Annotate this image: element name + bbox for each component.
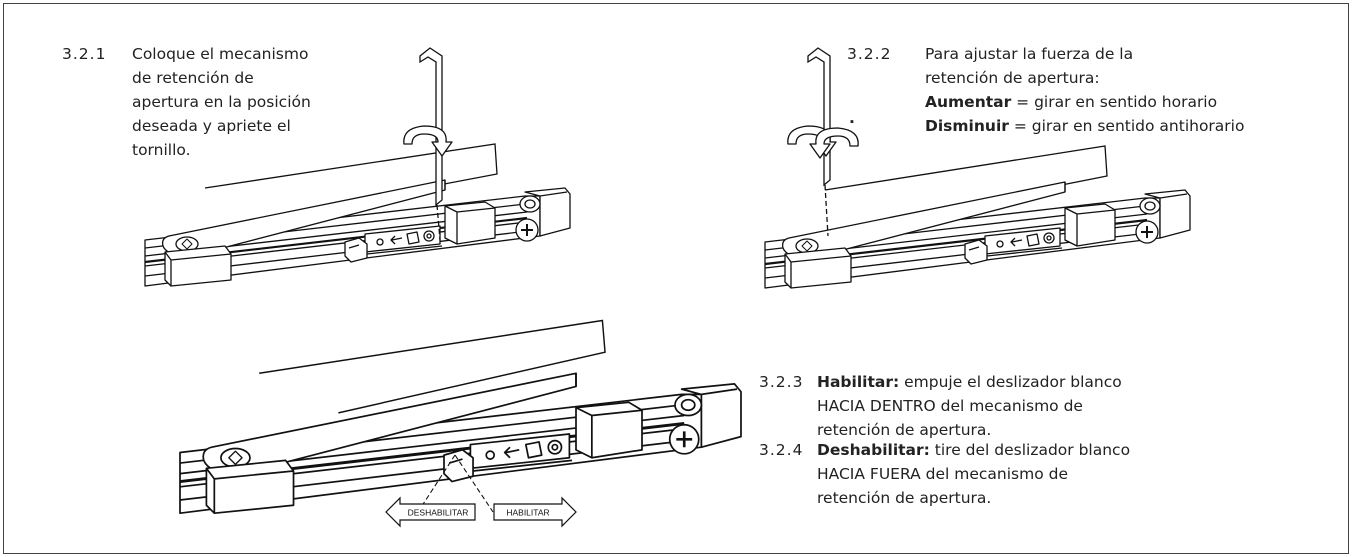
step-line-text: empuje el deslizador blanco bbox=[899, 373, 1122, 391]
step-line: Coloque el mecanismo bbox=[132, 45, 309, 63]
rotation-arrow-icon bbox=[403, 125, 453, 157]
decrease-label: Disminuir bbox=[925, 117, 1009, 135]
slider-indicator-lines bbox=[417, 454, 494, 513]
step-number: 3.2.3 bbox=[759, 373, 804, 391]
bullet-dot: . bbox=[849, 109, 855, 127]
increase-text: = girar en sentido horario bbox=[1011, 93, 1218, 111]
enable-label: Habilitar: bbox=[817, 373, 900, 391]
page-frame bbox=[3, 3, 1349, 554]
step-line: deseada y apriete el bbox=[132, 117, 291, 135]
disable-arrow: DESHABILITAR bbox=[385, 496, 476, 528]
step-text: Deshabilitar: tire del deslizador blanco… bbox=[817, 438, 1237, 510]
increase-label: Aumentar bbox=[925, 93, 1012, 111]
step-line: retención de apertura. bbox=[817, 421, 992, 439]
diagram-3-2-2 bbox=[763, 145, 1192, 290]
disable-label: Deshabilitar: bbox=[817, 441, 930, 459]
step-line: Habilitar: empuje el deslizador blanco bbox=[817, 370, 1237, 394]
hex-key-icon bbox=[419, 47, 443, 241]
step-text: Coloque el mecanismo de retención de ape… bbox=[132, 42, 362, 162]
step-text: Para ajustar la fuerza de la retención d… bbox=[925, 42, 1345, 138]
step-line: de retención de bbox=[132, 69, 254, 87]
step-line-text: tire del deslizador blanco bbox=[929, 441, 1131, 459]
step-line: retención de apertura: bbox=[925, 69, 1100, 87]
step-line-increase: Aumentar = girar en sentido horario bbox=[925, 90, 1345, 114]
enable-arrow-label: HABILITAR bbox=[506, 508, 549, 518]
disable-arrow-label: DESHABILITAR bbox=[408, 508, 469, 518]
diagram-3-2-3-4 bbox=[178, 319, 743, 515]
step-line: HACIA DENTRO del mecanismo de bbox=[817, 397, 1083, 415]
diagram-3-2-1 bbox=[143, 143, 572, 288]
step-number: 3.2.2 bbox=[847, 45, 892, 63]
step-line-decrease: Disminuir = girar en sentido antihorario bbox=[925, 114, 1345, 138]
step-line: Deshabilitar: tire del deslizador blanco bbox=[817, 438, 1237, 462]
enable-arrow: HABILITAR bbox=[493, 496, 577, 528]
step-text: Habilitar: empuje el deslizador blanco H… bbox=[817, 370, 1237, 442]
step-line: tornillo. bbox=[132, 141, 191, 159]
step-line: HACIA FUERA del mecanismo de bbox=[817, 465, 1068, 483]
step-line: apertura en la posición bbox=[132, 93, 311, 111]
step-line: retención de apertura. bbox=[817, 489, 992, 507]
step-number: 3.2.4 bbox=[759, 441, 804, 459]
step-line: Para ajustar la fuerza de la bbox=[925, 45, 1134, 63]
step-number: 3.2.1 bbox=[62, 45, 107, 63]
decrease-text: = girar en sentido antihorario bbox=[1008, 117, 1245, 135]
